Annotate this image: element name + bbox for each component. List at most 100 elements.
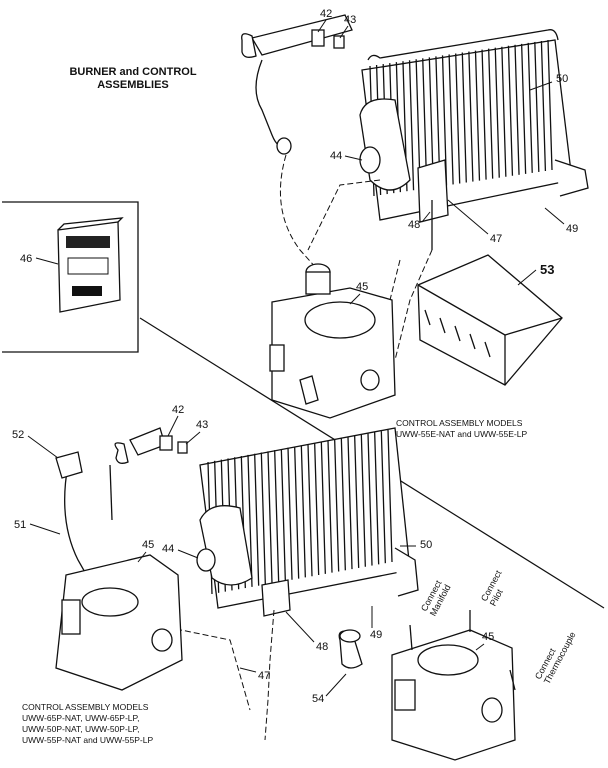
lower-dashed-thermo-line <box>264 609 275 741</box>
callout-45-lower-right: 45 <box>482 631 494 643</box>
leader-43-upper <box>339 25 349 39</box>
leader-51 <box>29 523 61 535</box>
callout-50-upper: 50 <box>556 73 568 85</box>
connect-pilot-label: Connect Pilot <box>479 568 505 607</box>
upper-pilot-nut <box>276 137 292 155</box>
inset-box-46 <box>2 201 139 353</box>
lower-manifold-elbow <box>114 442 129 464</box>
callout-45-upper: 45 <box>356 281 368 293</box>
lower-orifice-44 <box>196 548 216 572</box>
callout-42-lower: 42 <box>172 404 184 416</box>
upper-fitting-42 <box>311 29 325 47</box>
leader-44-upper <box>344 155 363 161</box>
control-module-46-plate <box>72 286 102 296</box>
lower-caption-line-4: UWW-55P-NAT and UWW-55P-LP <box>22 735 154 745</box>
leader-50-upper <box>529 81 553 91</box>
lower-left-valve-dial <box>81 587 139 617</box>
callout-48-upper: 48 <box>408 219 420 231</box>
leader-48-lower <box>285 611 315 643</box>
upper-valve-stem <box>305 271 331 295</box>
lower-dashed-manifold-line <box>131 619 251 711</box>
leader-45-lower <box>137 551 147 563</box>
leader-44-lower <box>177 549 199 559</box>
callout-43-lower: 43 <box>196 419 208 431</box>
control-module-46-label <box>66 236 110 248</box>
leader-42-lower <box>167 415 179 437</box>
callout-45-lower: 45 <box>142 539 154 551</box>
leader-42-upper <box>317 19 327 33</box>
lower-right-valve-knob <box>394 679 416 711</box>
control-module-46 <box>57 221 121 313</box>
upper-valve-dial <box>304 301 376 339</box>
callout-47-upper: 47 <box>490 233 502 245</box>
lower-pilot-assembly-48 <box>261 579 291 617</box>
lower-gas-valve-45-right <box>391 629 516 761</box>
upper-valve-outlet <box>360 369 380 391</box>
callout-43-upper: 43 <box>344 14 356 26</box>
lower-left-valve-body <box>55 554 183 691</box>
connect-manifold-label: Connect Manifold <box>419 578 453 617</box>
upper-dashed-thermo-line <box>394 249 433 361</box>
part-53-slots <box>424 309 491 358</box>
leader-46 <box>35 257 59 265</box>
callout-54: 54 <box>312 693 324 705</box>
upper-caption-line-2: UWW-55E-NAT and UWW-55E-LP <box>396 429 528 439</box>
lower-assembly <box>55 427 516 761</box>
connect-thermocouple-leader <box>509 669 516 691</box>
lower-burner-tab <box>394 547 419 597</box>
leader-45-lower-right <box>475 643 485 651</box>
lower-gas-valve-45-left <box>55 554 183 691</box>
upper-gas-valve-45 <box>269 263 396 419</box>
upper-part-53 <box>417 254 563 386</box>
control-module-46-top <box>57 217 124 231</box>
lower-left-valve-knob <box>61 599 81 635</box>
lower-right-valve-outlet <box>481 697 503 723</box>
callout-46: 46 <box>20 253 32 265</box>
leader-49-upper <box>544 207 565 225</box>
lower-fitting-42 <box>159 435 173 451</box>
leader-43-lower <box>185 431 201 445</box>
control-module-46-window <box>67 257 109 275</box>
leader-45-upper <box>349 293 361 305</box>
callout-50-lower: 50 <box>420 539 432 551</box>
connect-manifold-leader <box>409 624 413 651</box>
lower-right-valve-dial <box>417 644 479 676</box>
upper-orifice-44 <box>359 146 381 174</box>
leader-53 <box>517 269 537 286</box>
upper-assembly <box>241 14 589 419</box>
upper-manifold-pipe <box>250 14 353 56</box>
callout-42-upper: 42 <box>320 8 332 20</box>
lower-elbow-54 <box>338 629 363 669</box>
upper-caption-line-1: CONTROL ASSEMBLY MODELS <box>396 418 523 428</box>
upper-dashed-pilot-line <box>279 154 319 271</box>
callout-53: 53 <box>540 262 554 277</box>
upper-valve-terminal <box>269 344 285 372</box>
title-line-2: ASSEMBLIES <box>97 79 169 91</box>
connect-thermocouple-label: Connect Thermocouple <box>533 630 578 685</box>
upper-burner-tab <box>554 159 589 197</box>
lower-caption: CONTROL ASSEMBLY MODELS UWW-65P-NAT, UWW… <box>22 702 222 746</box>
lower-caption-line-1: CONTROL ASSEMBLY MODELS <box>22 702 149 712</box>
title-line-1: BURNER and CONTROL <box>69 66 197 78</box>
leader-54 <box>325 673 347 697</box>
lower-fitting-52 <box>55 451 83 479</box>
upper-pilot-assembly-47 <box>417 159 449 223</box>
upper-valve-inlet <box>299 375 319 405</box>
upper-dashed-manifold-line <box>307 179 381 251</box>
callout-49-lower: 49 <box>370 629 382 641</box>
callout-51: 51 <box>14 519 26 531</box>
callout-47-lower: 47 <box>258 670 270 682</box>
upper-burner-top-edge <box>367 29 559 61</box>
upper-manifold-elbow <box>241 33 257 58</box>
inset-box-frame <box>2 201 139 353</box>
lower-fitting-43 <box>177 441 188 454</box>
upper-fitting-43 <box>333 35 345 49</box>
lower-left-valve-outlet <box>151 628 173 652</box>
callout-44-upper: 44 <box>330 150 342 162</box>
leader-52 <box>27 435 59 459</box>
callout-44-lower: 44 <box>162 543 174 555</box>
lower-caption-line-2: UWW-65P-NAT, UWW-65P-LP, <box>22 713 140 723</box>
lower-thermocouple-line <box>109 464 113 521</box>
